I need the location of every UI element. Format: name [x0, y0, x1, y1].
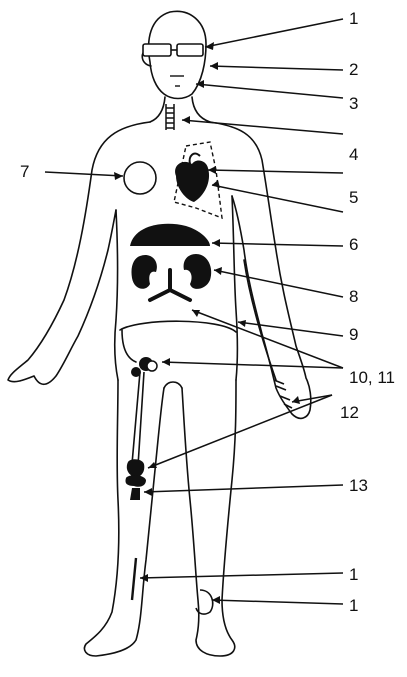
pointer-12b	[148, 395, 332, 468]
pelvis-outline	[120, 321, 236, 332]
right-arm-outline	[210, 122, 311, 418]
finger-joints-icon	[274, 380, 292, 408]
left-leg-outline	[84, 380, 164, 656]
left-torso-outline	[115, 210, 118, 380]
label-4-trachea: 4	[349, 146, 358, 163]
pointer-5	[208, 170, 343, 173]
glasses-icon	[143, 44, 203, 56]
label-2-chin: 2	[349, 61, 358, 78]
knee-joint-icon	[125, 475, 146, 500]
pointer-10	[192, 310, 343, 368]
label-7-circle: 7	[20, 163, 29, 180]
label-9-ureters: 9	[349, 326, 358, 343]
circle-organ-icon	[124, 162, 156, 194]
neck-right	[192, 97, 210, 122]
pointer-1	[205, 19, 343, 47]
liver-icon	[130, 224, 210, 246]
neck-left	[150, 97, 165, 122]
pointer-7	[45, 172, 123, 176]
pointer-4	[182, 120, 343, 134]
pointer-1-shin	[140, 573, 343, 578]
label-10-11-hip: 10, 11	[349, 369, 395, 386]
label-3-neck: 3	[349, 95, 358, 112]
pointer-6	[212, 243, 343, 246]
label-5-heart: 5	[349, 189, 358, 206]
left-kidney-icon	[131, 255, 156, 289]
label-1-glasses: 1	[349, 10, 358, 27]
femur-bone-icon	[127, 357, 157, 477]
right-leg-outline	[182, 380, 236, 656]
ureters-icon	[150, 270, 190, 300]
pointer-2	[210, 66, 343, 70]
pointer-13	[144, 485, 343, 492]
pointer-1-ankle	[212, 600, 343, 604]
right-kidney-icon	[184, 254, 212, 289]
pointer-3	[196, 84, 343, 98]
heart-icon	[175, 161, 209, 202]
hip-left	[122, 330, 136, 362]
label-1-shin: 1	[349, 566, 358, 583]
crotch-line	[164, 382, 182, 388]
label-6-liver: 6	[349, 236, 358, 253]
pointer-8	[214, 270, 343, 297]
shin-rod-icon	[132, 558, 136, 600]
pointer-10b	[162, 362, 343, 368]
label-12-joints: 12	[340, 404, 359, 421]
left-arm-outline	[8, 122, 150, 384]
label-1-ankle: 1	[349, 597, 358, 614]
right-torso-outline	[232, 196, 238, 380]
label-8-kidney: 8	[349, 288, 358, 305]
label-13-knee: 13	[349, 477, 368, 494]
trachea-icon	[166, 104, 174, 130]
